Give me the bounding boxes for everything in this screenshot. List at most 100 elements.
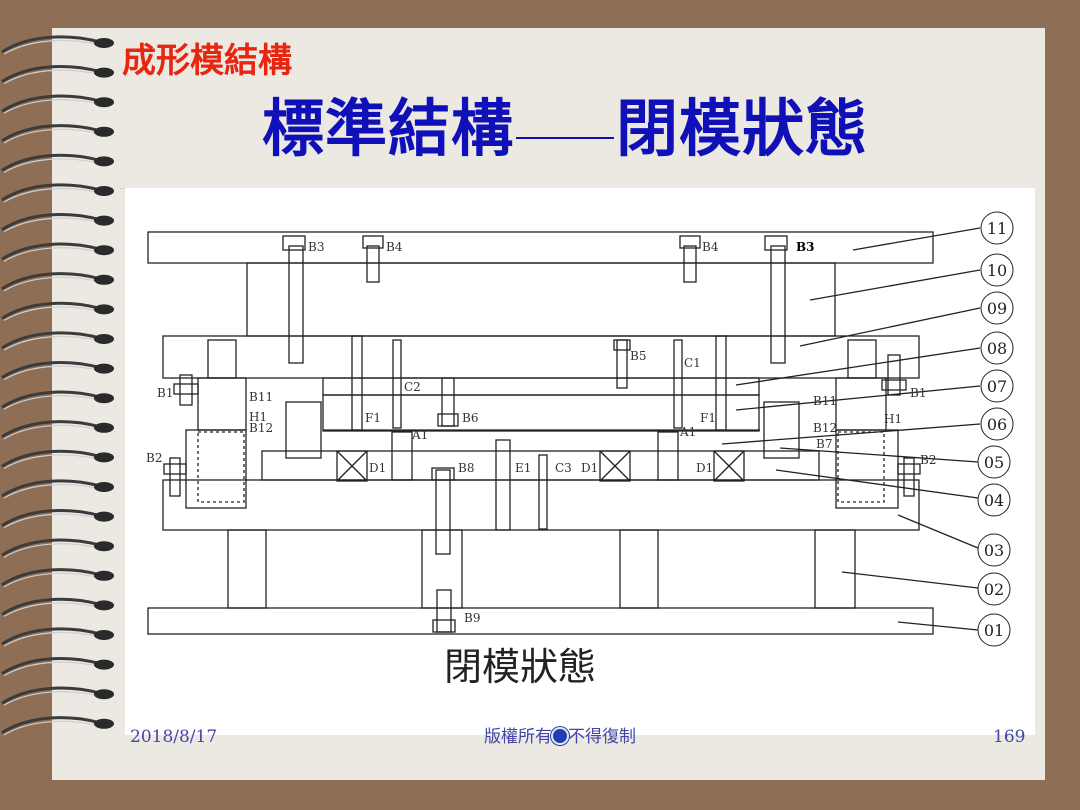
component-labels: B3 B4 B4 B3 B5 C1 C2 B1 B1 B11 B11 H1 H1… xyxy=(146,240,936,625)
bolt-b5 xyxy=(616,339,628,389)
mold-structure-figure: 11 10 09 08 07 06 05 04 03 02 01 B3 B4 B… xyxy=(125,188,1035,735)
title-right: 閉模狀態 xyxy=(616,92,869,165)
callout-02: 02 xyxy=(977,572,1011,606)
figure-caption: 閉模狀態 xyxy=(444,645,596,689)
plate-03-mid xyxy=(421,529,463,609)
plate-01 xyxy=(147,607,934,635)
callout-04: 04 xyxy=(977,483,1011,517)
binding-ring xyxy=(1,627,114,647)
label-b6: B6 xyxy=(462,411,478,425)
svg-text:02: 02 xyxy=(984,580,1004,599)
label-c2: C2 xyxy=(404,380,421,394)
svg-text:10: 10 xyxy=(987,261,1007,280)
binding-ring xyxy=(1,390,114,410)
svg-text:06: 06 xyxy=(987,415,1007,434)
bolt-b3-left xyxy=(288,245,304,364)
footer-date: 2018/8/17 xyxy=(130,727,218,747)
binding-ring xyxy=(1,65,114,85)
label-b2-left: B2 xyxy=(146,451,162,465)
callout-09: 09 xyxy=(980,291,1014,325)
guide-block-left xyxy=(185,429,247,509)
bolt-b9 xyxy=(436,589,452,633)
svg-text:03: 03 xyxy=(984,541,1004,560)
pin-c2 xyxy=(392,339,402,429)
spring-left xyxy=(197,431,245,503)
label-d1-a: D1 xyxy=(369,461,386,475)
label-b1-right: B1 xyxy=(910,386,926,400)
mold-drawing: 11 10 09 08 07 06 05 04 03 02 01 B3 B4 B… xyxy=(146,211,1014,689)
plate-03-left xyxy=(227,529,267,609)
binding-ring xyxy=(1,153,114,173)
callout-03: 03 xyxy=(977,533,1011,567)
pilot-a1-right xyxy=(657,431,679,481)
binding-ring xyxy=(1,538,114,558)
plate-07 xyxy=(322,394,760,432)
binding-ring xyxy=(1,568,114,588)
label-b9: B9 xyxy=(464,611,480,625)
title-left: 標準結構 xyxy=(262,92,515,165)
callout-08: 08 xyxy=(980,331,1014,365)
pin-c1 xyxy=(673,339,683,429)
sun-icon xyxy=(553,729,567,743)
binding-ring xyxy=(1,35,114,55)
binding-ring xyxy=(1,361,114,381)
label-b12-right: B12 xyxy=(813,421,837,435)
label-b1-left: B1 xyxy=(157,386,173,400)
spiral-binding xyxy=(1,35,114,736)
label-f1-right: F1 xyxy=(700,411,716,425)
plate-03-mid2 xyxy=(619,529,659,609)
bolt-b2-right xyxy=(903,457,915,497)
die-insert-2 xyxy=(599,450,631,482)
label-b5: B5 xyxy=(630,349,646,363)
bolt-b4-left xyxy=(366,245,380,283)
binding-ring xyxy=(1,183,114,203)
guide-bush-right xyxy=(835,377,887,431)
pilot-a1-left xyxy=(391,431,413,481)
punch-f1-right xyxy=(715,335,727,431)
copyright-left: 版權所有 xyxy=(484,727,552,747)
label-b12-left: B12 xyxy=(249,421,273,435)
bolt-b1-left xyxy=(179,374,193,406)
footer-copyright: 版權所有不得復制 xyxy=(484,729,636,746)
svg-text:04: 04 xyxy=(984,491,1004,510)
label-b4-right: B4 xyxy=(702,240,719,254)
spring-right xyxy=(837,431,885,503)
svg-text:11: 11 xyxy=(987,219,1007,238)
binding-ring xyxy=(1,213,114,233)
slide-kicker: 成形模結構 xyxy=(122,41,292,81)
binding-ring xyxy=(1,420,114,440)
binding-ring xyxy=(1,242,114,262)
slide-title: 標準結構閉模狀態 xyxy=(262,98,868,160)
mold-plates xyxy=(147,227,981,635)
side-block-left xyxy=(285,401,322,459)
binding-ring xyxy=(1,686,114,706)
label-h1-right: H1 xyxy=(884,412,902,426)
bolt-b8-lower xyxy=(435,469,451,555)
guide-bush-left xyxy=(197,377,247,431)
callout-06: 06 xyxy=(980,407,1014,441)
svg-text:09: 09 xyxy=(987,299,1007,318)
bolt-b8 xyxy=(495,439,511,531)
guide-block-right xyxy=(835,429,899,509)
label-f1-left: F1 xyxy=(365,411,381,425)
label-b11-right: B11 xyxy=(813,394,837,408)
binding-ring xyxy=(1,449,114,469)
svg-text:08: 08 xyxy=(987,339,1007,358)
callout-05: 05 xyxy=(977,445,1011,479)
label-d1-b: D1 xyxy=(581,461,598,475)
binding-ring xyxy=(1,716,114,736)
binding-ring xyxy=(1,509,114,529)
binding-ring xyxy=(1,301,114,321)
copyright-right: 不得復制 xyxy=(568,727,636,747)
binding-ring xyxy=(1,657,114,677)
callout-07: 07 xyxy=(980,369,1014,403)
binding-ring xyxy=(1,479,114,499)
svg-text:05: 05 xyxy=(984,453,1004,472)
label-b11-left: B11 xyxy=(249,390,273,404)
callout-11: 11 xyxy=(980,211,1014,245)
label-a1-right: A1 xyxy=(679,425,696,439)
label-e1: E1 xyxy=(515,461,531,475)
label-c3: C3 xyxy=(555,461,572,475)
binding-ring xyxy=(1,331,114,351)
binding-ring xyxy=(1,94,114,114)
